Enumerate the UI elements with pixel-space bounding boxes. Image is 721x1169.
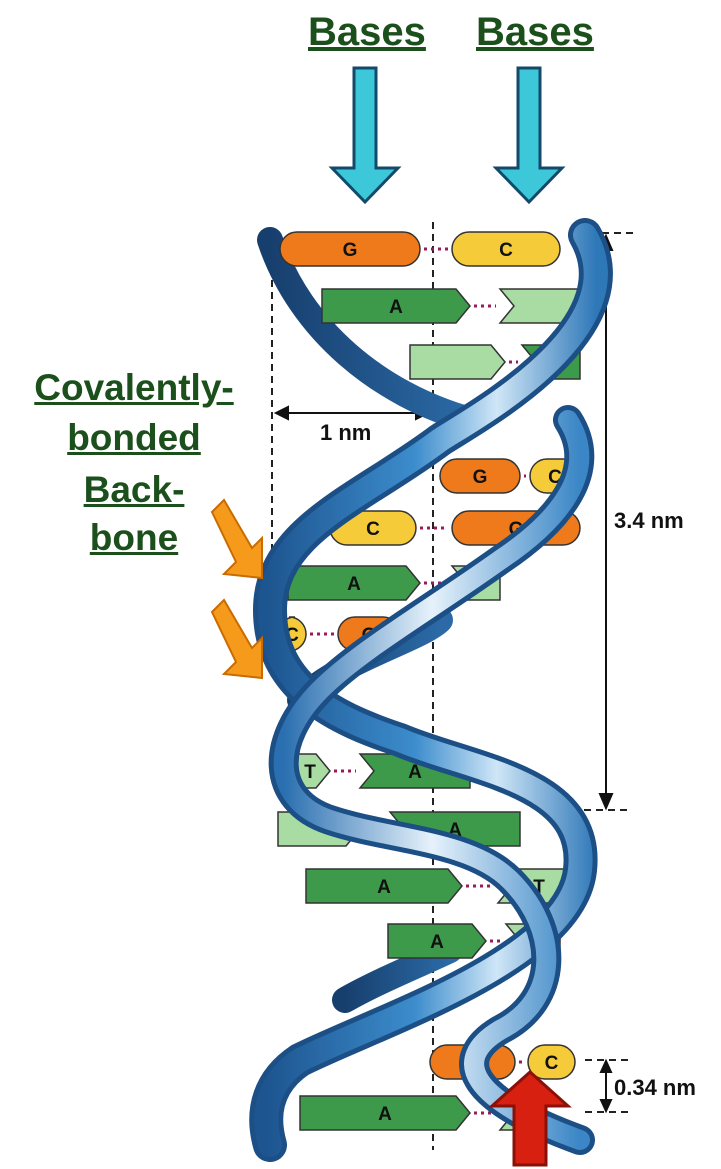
thymine-base-left-2 [410,345,505,379]
base-letter-right-11: C [545,1053,559,1074]
base-letter-left-3: G [473,467,488,488]
base-letter-left-7: T [304,762,316,783]
rise-measure-label: 0.34 nm [614,1075,696,1101]
base-letter-left-9: A [377,877,391,898]
bases-arrow-right [496,68,562,202]
rise-measure-arrow [601,1061,611,1111]
backbone-arrow-upper [212,500,262,578]
base-letter-left-4: C [366,519,380,540]
base-letter-left-1: A [389,297,403,318]
bases-arrow-left [332,68,398,202]
turn-measure-label: 3.4 nm [614,508,684,534]
turn-measure-arrow [600,236,612,808]
base-letter-left-5: A [347,574,361,595]
width-measure-label: 1 nm [320,420,371,446]
base-letter-left-10: A [430,932,444,953]
base-letter-left-0: G [343,240,358,261]
base-letter-left-12: A [378,1104,392,1125]
base-letter-right-0: C [499,240,513,261]
